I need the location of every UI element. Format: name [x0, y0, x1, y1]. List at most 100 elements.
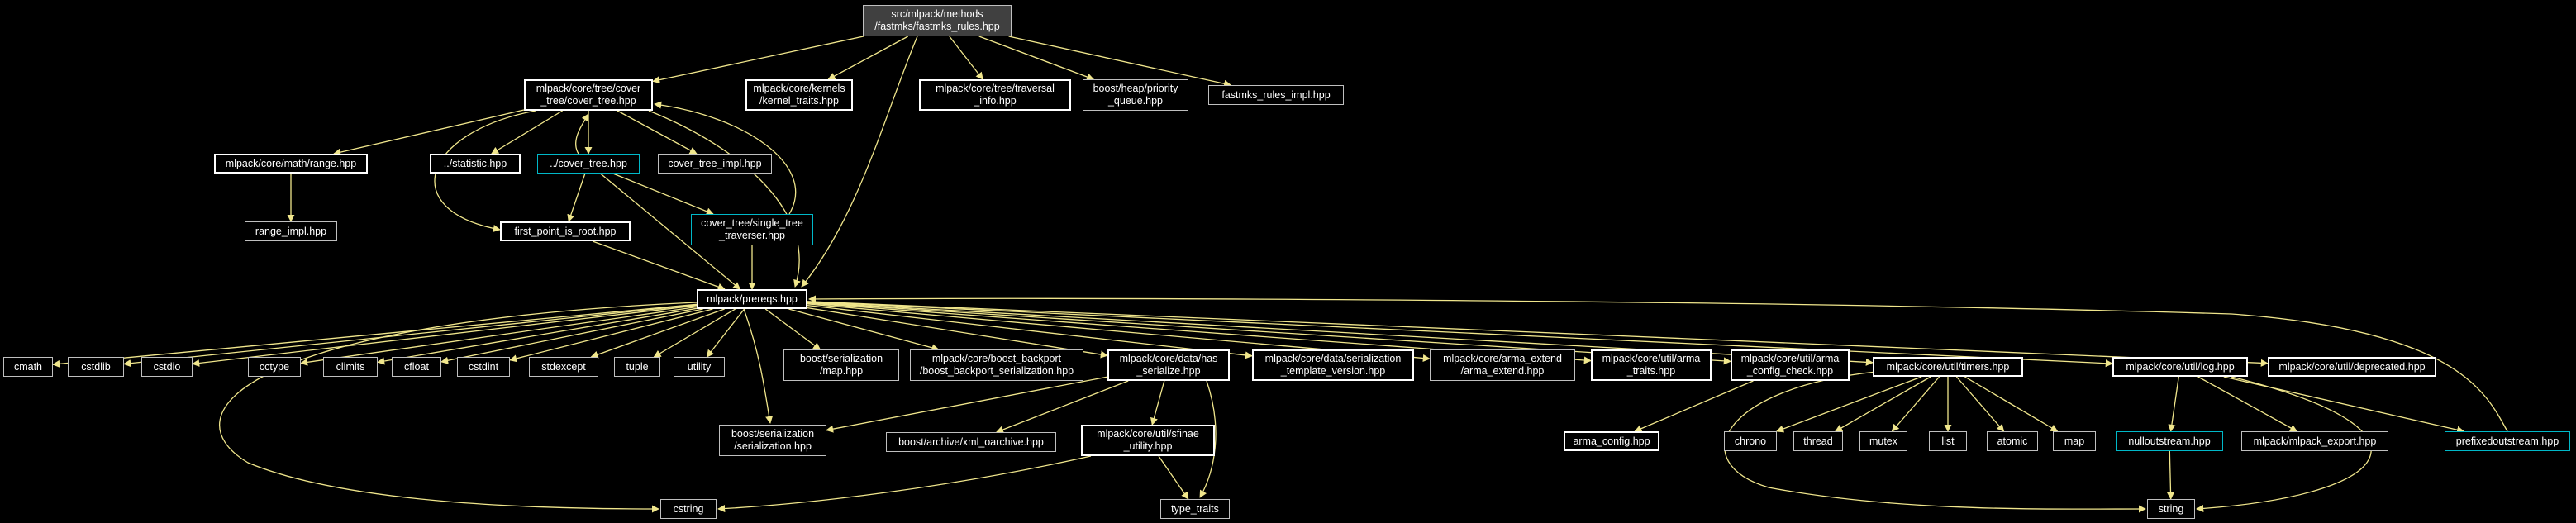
- node-label: mlpack/core/util/deprecated.hpp: [2278, 360, 2426, 373]
- node-deprecated[interactable]: mlpack/core/util/deprecated.hpp: [2268, 357, 2436, 377]
- node-label: cctype: [259, 360, 290, 373]
- edge-fastmks_rules-to-priority_queue: [978, 36, 1095, 81]
- node-cstring: cstring: [660, 499, 717, 519]
- node-tuple: tuple: [614, 357, 660, 377]
- node-cctype: cctype: [248, 357, 301, 377]
- node-label: range_impl.hpp: [255, 225, 327, 237]
- node-label: fastmks_rules_impl.hpp: [1221, 88, 1331, 101]
- node-label: stdexcept: [541, 360, 586, 373]
- node-label: mlpack/core/kernels /kernel_traits.hpp: [753, 83, 845, 107]
- node-sfinae-utility[interactable]: mlpack/core/util/sfinae _utility.hpp: [1081, 425, 1215, 456]
- edge-cover_tree_rel-to-prereqs: [600, 173, 741, 290]
- edge-timers-to-thread: [1835, 376, 1931, 432]
- node-label: type_traits: [1171, 502, 1219, 515]
- edge-nulloutstream-to-string: [2166, 450, 2175, 500]
- node-stdexcept: stdexcept: [529, 357, 598, 377]
- node-traversal-info[interactable]: mlpack/core/tree/traversal _info.hpp: [919, 79, 1071, 111]
- edge-cover_tree_rel-to-single_tree_traverser: [612, 173, 714, 216]
- node-label: src/mlpack/methods /fastmks/fastmks_rule…: [874, 8, 1000, 32]
- node-kernel-traits[interactable]: mlpack/core/kernels /kernel_traits.hpp: [745, 79, 853, 111]
- node-log[interactable]: mlpack/core/util/log.hpp: [2112, 357, 2248, 377]
- node-nulloutstream[interactable]: nulloutstream.hpp: [2116, 431, 2223, 451]
- node-label: climits: [336, 360, 365, 373]
- node-cover-tree-main[interactable]: mlpack/core/tree/cover _tree/cover_tree.…: [524, 79, 653, 111]
- edge-prereqs-to-climits: [377, 307, 698, 365]
- node-label: mlpack/core/util/sfinae _utility.hpp: [1097, 428, 1199, 452]
- node-label: string: [2158, 502, 2184, 515]
- node-label: list: [1941, 435, 1955, 447]
- node-label: atomic: [1997, 435, 2028, 447]
- edge-prereqs-to-cfloat: [440, 308, 703, 364]
- node-has-serialize[interactable]: mlpack/core/data/has _serialize.hpp: [1107, 349, 1230, 381]
- node-label: arma_config.hpp: [1573, 435, 1650, 447]
- edge-timers-to-mutex: [1891, 376, 1940, 432]
- edge-log-to-mlpack_export: [2197, 376, 2298, 432]
- edge-fastmks_rules-to-fastmks_rules_impl: [1008, 36, 1232, 88]
- node-arma-extend: mlpack/core/arma_extend /arma_extend.hpp: [1430, 349, 1575, 381]
- edge-prereqs-to-cstdlib: [123, 304, 698, 368]
- edge-timers-to-atomic: [1955, 376, 2005, 432]
- node-chrono: chrono: [1724, 431, 1777, 451]
- node-label: cover_tree_impl.hpp: [668, 157, 762, 169]
- node-label: cmath: [13, 360, 43, 373]
- edge-fastmks_rules-to-cover_tree_main: [652, 36, 864, 84]
- node-prereqs[interactable]: mlpack/prereqs.hpp: [697, 289, 807, 309]
- edge-prereqs-to-log: [807, 301, 2113, 368]
- edge-prereqs-to-cmath: [52, 303, 698, 368]
- node-cover-tree-rel[interactable]: ../cover_tree.hpp: [537, 154, 640, 174]
- node-cstdlib: cstdlib: [68, 357, 124, 377]
- edge-arma_config_check-to-arma_config: [1634, 380, 1754, 432]
- edge-cover_tree_main-to-cover_tree_impl: [617, 110, 698, 155]
- node-label: mlpack/core/util/timers.hpp: [1886, 360, 2010, 373]
- edge-prereqs-to-cctype: [300, 306, 698, 366]
- edge-fastmks_rules-to-kernel_traits: [827, 36, 909, 80]
- node-label: first_point_is_root.hpp: [514, 225, 617, 237]
- edge-log-to-nulloutstream: [2168, 376, 2179, 432]
- node-timers[interactable]: mlpack/core/util/timers.hpp: [1873, 357, 2023, 377]
- node-label: mlpack/core/util/arma _config_check.hpp: [1740, 353, 1840, 377]
- node-label: boost/serialization /serialization.hpp: [731, 428, 815, 452]
- node-ser-template-version[interactable]: mlpack/core/data/serialization _template…: [1252, 349, 1414, 381]
- node-label: mlpack/core/util/log.hpp: [2126, 360, 2235, 373]
- node-single-tree-traverser[interactable]: cover_tree/single_tree _traverser.hpp: [691, 214, 813, 245]
- node-label: boost/heap/priority _queue.hpp: [1093, 83, 1178, 107]
- node-priority-queue: boost/heap/priority _queue.hpp: [1083, 79, 1188, 111]
- node-label: mlpack/core/util/arma _traits.hpp: [1602, 353, 1701, 377]
- node-xml-oarchive: boost/archive/xml_oarchive.hpp: [886, 432, 1056, 452]
- node-boost-serialization: boost/serialization /serialization.hpp: [719, 425, 826, 456]
- node-boost-backport: mlpack/core/boost_backport /boost_backpo…: [910, 349, 1083, 381]
- edge-cover_tree_main-to-statistic: [491, 110, 563, 155]
- node-label: mlpack/core/boost_backport /boost_backpo…: [919, 353, 1074, 377]
- node-cfloat: cfloat: [392, 357, 441, 377]
- node-label: mlpack/core/tree/cover _tree/cover_tree.…: [536, 83, 641, 107]
- node-label: cstring: [673, 502, 704, 515]
- node-arma-traits[interactable]: mlpack/core/util/arma _traits.hpp: [1591, 349, 1712, 381]
- edge-has_serialize-to-xml_oarchive: [995, 380, 1129, 434]
- node-prefixedoutstream[interactable]: prefixedoutstream.hpp: [2445, 431, 2570, 451]
- edge-log-to-string: [2196, 376, 2372, 512]
- node-label: cstdint: [468, 360, 499, 373]
- edge-has_serialize-to-type_traits: [1199, 380, 1217, 498]
- edge-prereqs-to-has_serialize: [807, 307, 1108, 359]
- node-first-point-is-root[interactable]: first_point_is_root.hpp: [500, 221, 631, 241]
- node-label: ../cover_tree.hpp: [550, 157, 627, 169]
- node-boost-ser-map: boost/serialization /map.hpp: [783, 349, 899, 381]
- node-utility: utility: [674, 357, 725, 377]
- node-arma-config[interactable]: arma_config.hpp: [1564, 431, 1659, 451]
- edge-prereqs-to-tuple: [653, 308, 736, 358]
- node-range[interactable]: mlpack/core/math/range.hpp: [214, 154, 368, 174]
- node-label: mlpack/prereqs.hpp: [707, 292, 798, 305]
- edge-timers-to-string: [1724, 371, 2146, 513]
- edge-prereqs-to-cstdint: [509, 308, 713, 363]
- node-map: map: [2053, 431, 2096, 451]
- node-label: ../statistic.hpp: [443, 157, 507, 169]
- edge-timers-to-map: [1964, 376, 2059, 432]
- edge-cover_tree_main-to-range: [333, 109, 525, 156]
- node-statistic[interactable]: ../statistic.hpp: [430, 154, 521, 174]
- node-atomic: atomic: [1987, 431, 2038, 451]
- node-arma-config-check[interactable]: mlpack/core/util/arma _config_check.hpp: [1731, 349, 1850, 381]
- node-label: mlpack/core/data/has _serialize.hpp: [1119, 353, 1218, 377]
- node-label: mlpack/core/data/serialization _template…: [1264, 353, 1402, 377]
- node-climits: climits: [323, 357, 378, 377]
